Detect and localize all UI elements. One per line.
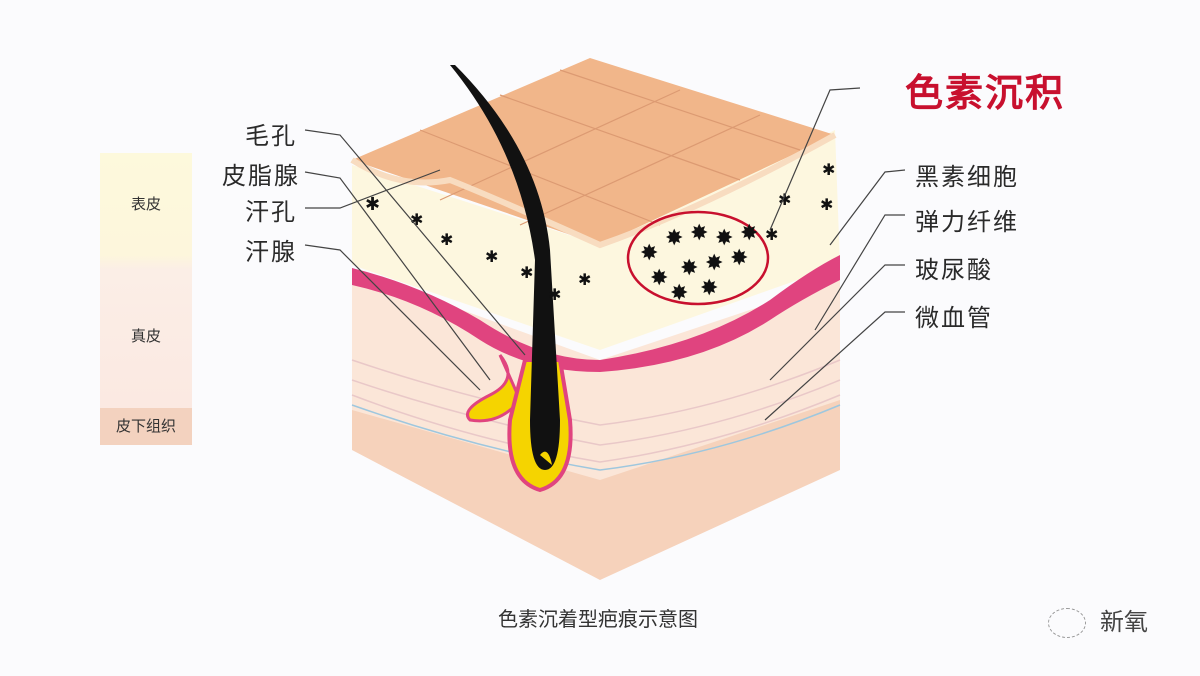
label-pore: 毛孔 <box>245 122 297 150</box>
svg-text:✸: ✸ <box>670 281 688 306</box>
label-sweat-gland: 汗腺 <box>245 238 297 266</box>
svg-text:✱: ✱ <box>822 160 835 179</box>
layer-label-subcutis: 皮下组织 <box>100 408 192 445</box>
label-sebaceous-gland: 皮脂腺 <box>222 162 300 190</box>
hair <box>450 65 560 470</box>
layer-label-epidermis: 表皮 <box>130 195 161 213</box>
svg-text:✸: ✸ <box>705 251 723 276</box>
svg-text:✸: ✸ <box>715 226 733 251</box>
watermark-logo-icon <box>1048 608 1086 638</box>
svg-text:✸: ✸ <box>680 256 698 281</box>
svg-text:✱: ✱ <box>548 285 561 304</box>
basement-membrane <box>352 255 840 372</box>
svg-text:✸: ✸ <box>740 221 758 246</box>
svg-text:✸: ✸ <box>640 241 658 266</box>
svg-text:✱: ✱ <box>485 247 498 266</box>
svg-text:✸: ✸ <box>650 266 668 291</box>
label-microvessel: 微血管 <box>915 304 993 332</box>
svg-text:✱: ✱ <box>410 210 423 229</box>
pigment-deposit-highlight <box>626 210 770 306</box>
label-melanocyte: 黑素细胞 <box>915 163 1019 191</box>
sebaceous-gland <box>466 354 522 423</box>
svg-text:✱: ✱ <box>765 225 778 244</box>
melanocytes: ✱✱ ✱✱ ✱✱ ✱✱ ✱✱ ✱ <box>365 160 835 304</box>
svg-text:✱: ✱ <box>578 270 591 289</box>
svg-text:✸: ✸ <box>690 221 708 246</box>
svg-text:✸: ✸ <box>700 276 718 301</box>
watermark-text: 新氧 <box>1100 608 1148 636</box>
label-sweat-pore: 汗孔 <box>245 198 297 226</box>
layer-label-dermis: 真皮 <box>130 327 161 345</box>
pigment-deposit-label: 色素沉积 <box>905 71 1066 115</box>
skin-surface <box>352 58 835 245</box>
label-hyaluronic-acid: 玻尿酸 <box>915 256 993 284</box>
svg-text:✱: ✱ <box>820 195 833 214</box>
svg-text:✱: ✱ <box>365 194 380 215</box>
svg-text:✸: ✸ <box>730 246 748 271</box>
label-elastic-fiber: 弹力纤维 <box>915 208 1019 236</box>
diagram-caption: 色素沉着型疤痕示意图 <box>498 607 698 631</box>
svg-text:✱: ✱ <box>520 263 533 282</box>
pigment-cluster: ✸✸✸✸ ✸✸✸✸ ✸✸✸ <box>640 221 758 306</box>
svg-text:✱: ✱ <box>440 230 453 249</box>
svg-text:✸: ✸ <box>665 226 683 251</box>
layer-bar: 表皮 真皮 皮下组织 <box>100 153 192 445</box>
